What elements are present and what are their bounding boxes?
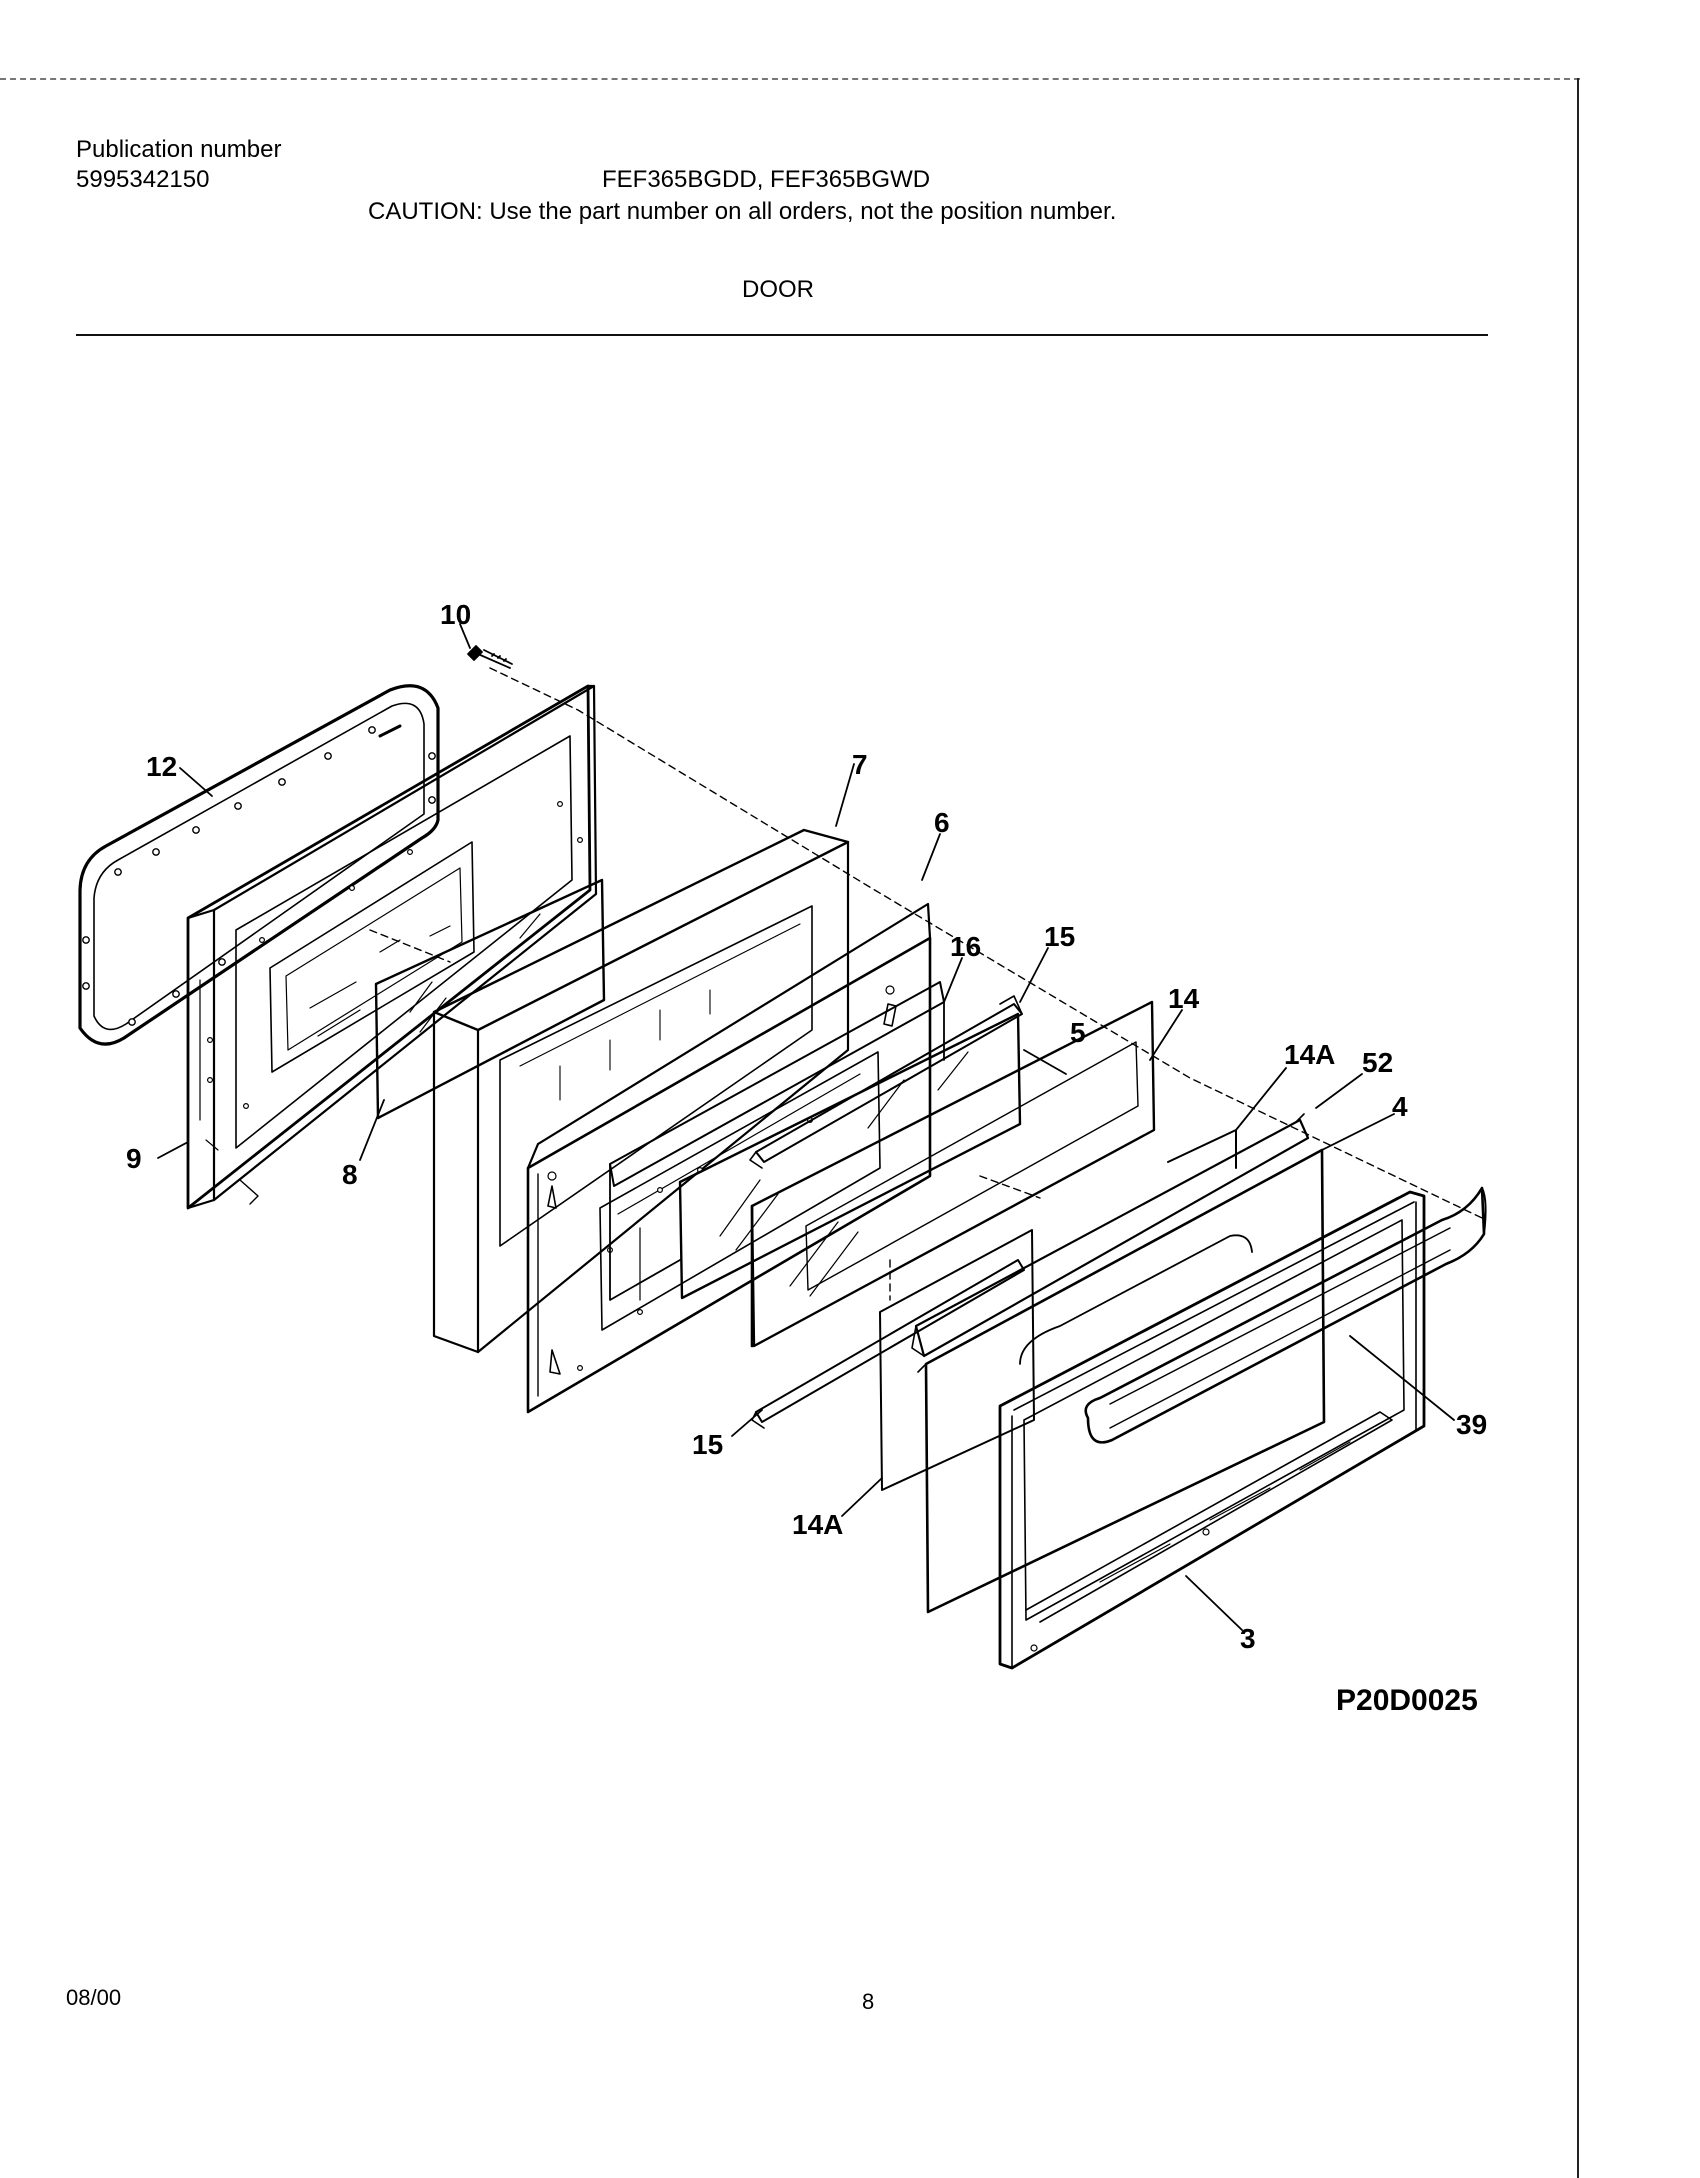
callout-3: 3 [1240,1623,1256,1654]
callout-39: 39 [1456,1409,1488,1440]
part-14-outer-glass [750,1000,1156,1348]
part-3-door-frame [998,1190,1426,1670]
right-border [1577,78,1579,2178]
publication-label: Publication number [76,136,282,163]
part-10-screw [467,645,513,669]
top-border [0,78,1580,80]
callout-14: 14 [1168,983,1200,1014]
callout-15-top: 15 [1044,921,1076,952]
callout-10: 10 [440,599,472,630]
callout-12: 12 [146,751,178,782]
page-number: 8 [862,1989,875,2014]
caution-note: CAUTION: Use the part number on all orde… [368,198,1117,225]
drawing-code: P20D0025 [1336,1684,1478,1717]
part-15-upper-support [749,995,1023,1169]
footer-date: 08/00 [66,1985,122,2010]
part-39-door-handle [1084,1186,1487,1444]
part-5-middle-glass [678,1012,1022,1300]
callout-14a-top: 14A [1284,1039,1336,1070]
alignment-lines [369,667,1483,1301]
callout-8: 8 [342,1159,358,1190]
part-52-trim-strip [911,1113,1310,1358]
callout-4: 4 [1392,1091,1408,1122]
callout-6: 6 [934,807,950,838]
callout-7: 7 [852,749,868,780]
callout-15-bottom: 15 [692,1429,724,1460]
leader-lines [157,623,1455,1631]
callout-9: 9 [126,1143,142,1174]
part-15-lower-support [751,1259,1025,1429]
part-4-outer-panel [917,1148,1326,1614]
callout-14a-bottom: 14A [792,1509,844,1540]
callout-16: 16 [950,931,982,962]
part-12-door-gasket [78,684,440,1046]
section-title: DOOR [742,276,814,303]
part-8-inner-glass [374,878,606,1120]
header-divider [76,334,1488,336]
part-9-door-liner [186,684,598,1210]
callout-5: 5 [1070,1017,1086,1048]
callout-52: 52 [1362,1047,1394,1078]
publication-number: 5995342150 [76,166,210,193]
model-numbers: FEF365BGDD, FEF365BGWD [602,166,931,193]
